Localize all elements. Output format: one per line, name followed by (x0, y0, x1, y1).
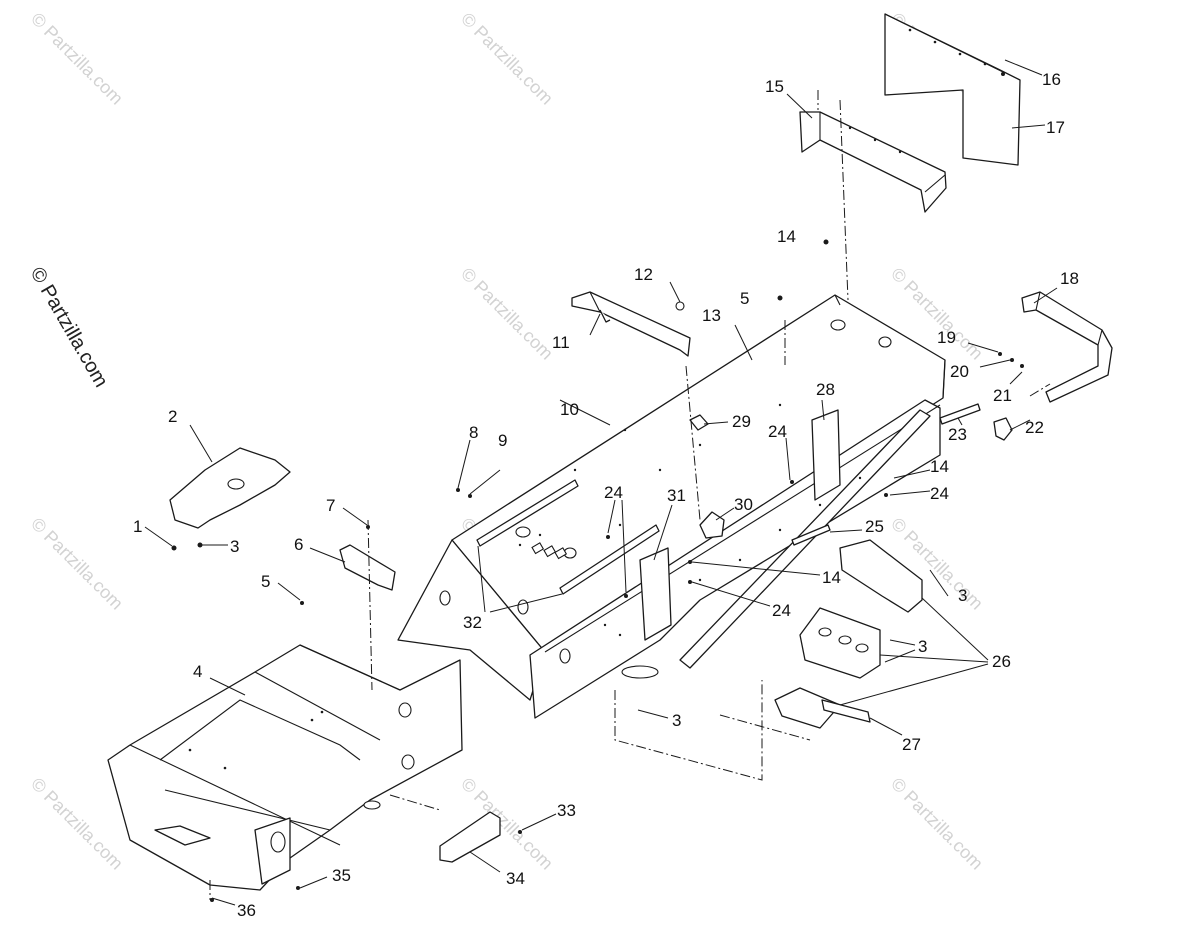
callout-28: 28 (816, 380, 835, 399)
callout-31: 31 (667, 486, 686, 505)
part-31-plate (639, 547, 672, 641)
callout-3: 3 (958, 586, 967, 605)
callout-11: 11 (552, 333, 570, 352)
assembly-lines (209, 90, 1051, 900)
callout-23: 23 (948, 425, 967, 444)
callout-36: 36 (237, 901, 256, 920)
callout-10: 10 (560, 400, 579, 419)
watermark: © Partzilla.com (27, 514, 127, 614)
part-25-bar (791, 524, 831, 546)
callout-3: 3 (672, 711, 681, 730)
callout-20: 20 (950, 362, 969, 381)
part-34-bracket (439, 811, 501, 863)
copyright-text: © Partzilla.com (26, 264, 112, 392)
callout-3: 3 (230, 537, 239, 556)
callout-8: 8 (469, 423, 478, 442)
callout-18: 18 (1060, 269, 1079, 288)
callout-15: 15 (765, 77, 784, 96)
callout-16: 16 (1042, 70, 1061, 89)
watermark: © Partzilla.com (887, 774, 987, 874)
callout-12: 12 (634, 265, 653, 284)
leader-lines (144, 59, 1058, 906)
part-22-bushing (993, 417, 1013, 441)
callout-14: 14 (822, 568, 841, 587)
callout-24: 24 (768, 422, 787, 441)
callout-35: 35 (332, 866, 351, 885)
callout-30: 30 (734, 495, 753, 514)
callout-6: 6 (294, 535, 303, 554)
callout-26: 26 (992, 652, 1011, 671)
part-28-plate (811, 409, 841, 501)
callout-27: 27 (902, 735, 921, 754)
watermark: © Partzilla.com (457, 9, 557, 109)
part-2-hole (227, 478, 245, 490)
part-27-shaft (821, 699, 871, 723)
part-6-bracket (339, 544, 396, 591)
callout-24: 24 (930, 484, 949, 503)
callout-2: 2 (168, 407, 177, 426)
part-2-plate (169, 447, 291, 529)
part-10-tunnel (397, 294, 946, 701)
callout-32: 32 (463, 613, 482, 632)
callout-9: 9 (498, 431, 507, 450)
callout-33: 33 (557, 801, 576, 820)
callout-13: 13 (702, 306, 721, 325)
callout-34: 34 (506, 869, 525, 888)
callout-14: 14 (777, 227, 796, 246)
callout-5: 5 (261, 572, 270, 591)
callout-4: 4 (193, 662, 202, 681)
callout-24: 24 (772, 601, 791, 620)
callout-7: 7 (326, 496, 335, 515)
callout-14: 14 (930, 457, 949, 476)
callout-19: 19 (937, 328, 956, 347)
watermark: © Partzilla.com (457, 264, 557, 364)
hardware (171, 239, 1024, 902)
watermark: © Partzilla.com (27, 9, 127, 109)
part-11-bracket (571, 291, 691, 357)
part-18-bumper (1021, 291, 1113, 403)
callout-29: 29 (732, 412, 751, 431)
callout-17: 17 (1046, 118, 1065, 137)
callout-22: 22 (1025, 418, 1044, 437)
watermark: © Partzilla.com (27, 774, 127, 874)
callout-1: 1 (133, 517, 142, 536)
callout-25: 25 (865, 517, 884, 536)
part-26-brackets (774, 539, 923, 729)
callouts: 1 2 3 3 3 3 4 5 5 6 7 8 9 10 11 12 13 14… (133, 70, 1079, 920)
part-15-bracket (799, 111, 947, 213)
part-23-strip (939, 403, 981, 425)
callout-21: 21 (993, 386, 1012, 405)
part-17-flap (884, 13, 1021, 166)
callout-3: 3 (918, 637, 927, 656)
callout-5: 5 (740, 289, 749, 308)
part-4-frame (107, 644, 463, 891)
callout-24: 24 (604, 483, 623, 502)
